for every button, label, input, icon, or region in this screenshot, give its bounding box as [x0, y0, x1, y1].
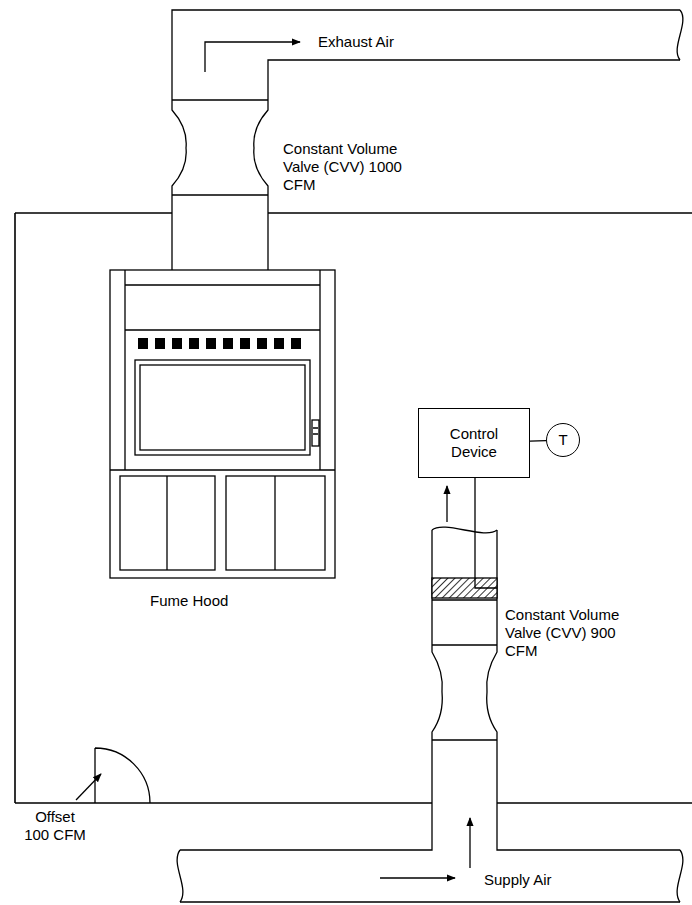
- supply-arrow: [469, 818, 470, 868]
- supply-arrow: [446, 486, 447, 522]
- exhaust-arrow: [205, 42, 300, 72]
- label-text: Fume Hood: [150, 592, 228, 610]
- offset-arrow: [76, 774, 101, 800]
- label-text: Constant Volume Valve (CVV) 900 CFM: [505, 606, 627, 660]
- node-text: T: [558, 431, 567, 449]
- room-wall: [15, 213, 692, 803]
- duct-break: [177, 527, 683, 902]
- label-text: Supply Air: [484, 871, 552, 889]
- door-symbol: [95, 748, 150, 803]
- fume-hood-symbol: [110, 270, 335, 578]
- control-device-box: Control Device: [418, 408, 530, 478]
- thermostat-circle: T: [546, 423, 580, 457]
- constant-volume-valve: [172, 100, 268, 195]
- supply-duct: [180, 530, 680, 902]
- label-text: Exhaust Air: [318, 33, 394, 51]
- node-text: Control Device: [429, 425, 519, 461]
- label-text: Offset 100 CFM: [22, 808, 88, 844]
- label-text: Constant Volume Valve (CVV) 1000 CFM: [283, 140, 405, 194]
- exhaust-duct: [172, 10, 680, 270]
- constant-volume-valve: [432, 600, 497, 740]
- control-wire: [475, 478, 497, 588]
- connector-line: [530, 440, 546, 442]
- supply-arrow: [380, 877, 455, 878]
- duct-break: [677, 10, 683, 60]
- baffle-slots: [138, 338, 301, 349]
